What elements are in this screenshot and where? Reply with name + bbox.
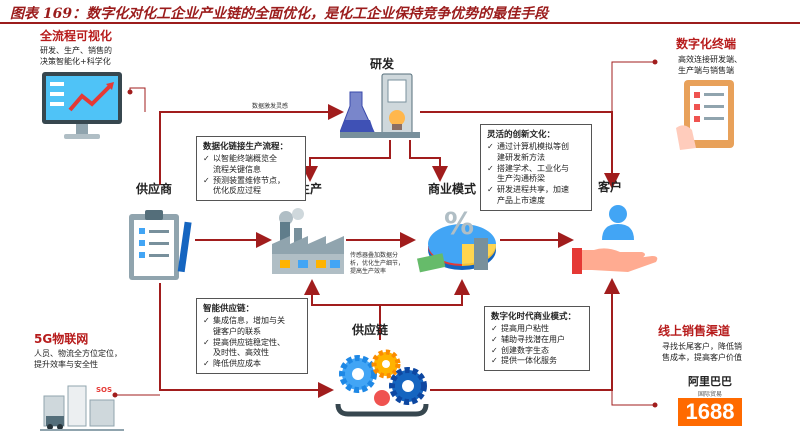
terminal-desc-1: 高效连接研发端、 xyxy=(678,55,742,64)
business-pie-icon: % xyxy=(417,207,496,273)
online-desc-2: 售成本，提高客户价值 xyxy=(662,353,742,362)
arrow-supplychain-loop xyxy=(304,279,381,340)
arrow-supplier-to-rnd xyxy=(159,104,344,185)
sos-tag: SOS xyxy=(96,386,113,394)
title-bar: 图表 169：数字化对化工企业产业链的全面优化，是化工企业保持竞争优势的最佳手段 xyxy=(0,0,800,24)
digital-business-box-title: 数字化时代商业模式： xyxy=(491,312,577,322)
iot-city-icon xyxy=(40,385,124,431)
visualization-title: 全流程可视化 xyxy=(40,29,113,43)
digital-business-item: 提供一体化服务 xyxy=(491,356,583,367)
arrow-rnd-to-business xyxy=(409,140,448,182)
production-flow-item: 预测装置维修节点，优化反应过程 xyxy=(203,176,299,198)
iot-desc-2: 提升效率与安全性 xyxy=(34,360,98,369)
visualization-desc-2: 决策智能化+科学化 xyxy=(40,57,111,66)
arrow-rnd-to-production xyxy=(302,140,391,182)
online-desc-1: 寻找长尾客户，降低销 xyxy=(662,342,742,351)
iot-title: 5G物联网 xyxy=(34,332,89,346)
online-title: 线上销售渠道 xyxy=(658,324,731,338)
data-inspire-label: 数据激发灵感 xyxy=(252,103,289,110)
arrow-supplier-to-supplychain xyxy=(159,283,334,398)
clipboard-icon xyxy=(129,210,192,280)
smart-supply-box-title: 智能供应链： xyxy=(203,304,255,314)
connector-terminal xyxy=(611,61,655,112)
logo-1688: 1688 xyxy=(678,398,742,426)
lab-flask-icon xyxy=(340,73,420,138)
connector-online xyxy=(611,390,655,406)
figure-title: 图表 169：数字化对化工企业产业链的全面优化，是化工企业保持竞争优势的最佳手段 xyxy=(10,6,549,22)
rnd-title: 研发 xyxy=(370,57,395,71)
sensor-label-3: 提高生产效率 xyxy=(350,268,387,275)
innovation-box-title: 灵活的创新文化： xyxy=(487,130,556,140)
digital-business-item: 辅助寻找潜在用户 xyxy=(491,335,583,346)
customer-hand-icon xyxy=(572,205,658,274)
tablet-terminal-icon xyxy=(676,80,734,150)
digital-business-box: 数字化时代商业模式： 提高用户粘性 辅助寻找潜在用户 创建数字生态 提供一体化服… xyxy=(484,306,590,372)
gears-icon xyxy=(335,349,429,417)
supplier-title: 供应商 xyxy=(136,182,173,196)
dashboard-monitor-icon xyxy=(42,72,122,139)
production-flow-box-title: 数据化链接生产流程： xyxy=(203,142,289,152)
smart-supply-item: 降低供应成本 xyxy=(203,359,301,370)
customer-title: 客户 xyxy=(598,180,623,194)
svg-text:%: % xyxy=(444,207,474,242)
digital-business-item: 创建数字生态 xyxy=(491,346,583,357)
smart-supply-item: 提高供应链稳定性、及时性、高效性 xyxy=(203,338,301,360)
alibaba-logo: 阿里巴巴 国际贸易 xyxy=(680,373,740,398)
sensor-label-1: 传感器叠加数据分 xyxy=(350,252,399,259)
terminal-title: 数字化终端 xyxy=(676,37,737,51)
visualization-desc-1: 研发、生产、销售的 xyxy=(40,46,112,55)
digital-business-item: 提高用户粘性 xyxy=(491,324,583,335)
terminal-desc-2: 生产端与销售端 xyxy=(678,66,734,75)
sensor-label-2: 析，优化生产细节， xyxy=(350,260,405,267)
factory-icon xyxy=(272,208,344,274)
supply-chain-title: 供应链 xyxy=(352,323,389,337)
business-model-title: 商业模式 xyxy=(428,182,477,196)
iot-desc-1: 人员、物流全方位定位， xyxy=(34,349,122,358)
arrow-supplychain-to-business xyxy=(380,279,470,306)
